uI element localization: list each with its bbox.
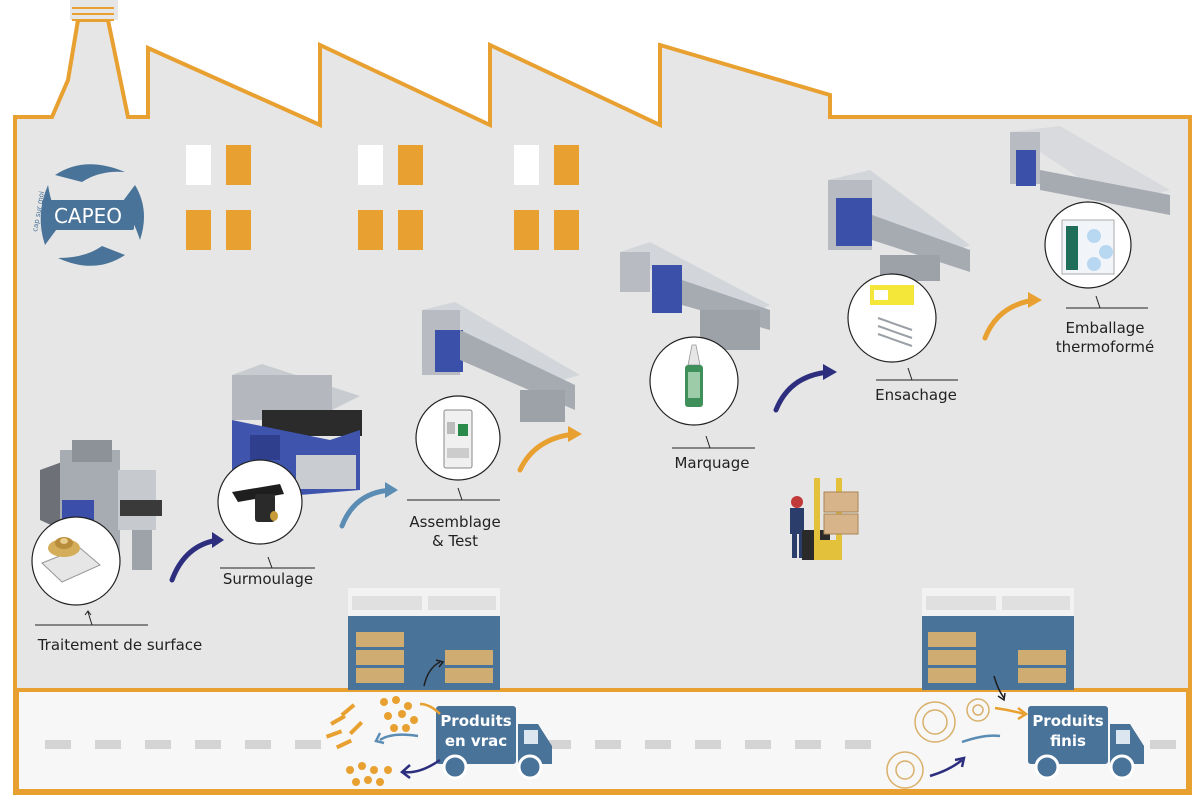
logistics-arrows: [374, 659, 1029, 779]
road-dashes: [45, 740, 1176, 749]
logo-name: CAPEO: [54, 204, 122, 228]
step-label-packaging: Emballage: [1065, 319, 1145, 337]
flow-arrows: [169, 292, 1042, 583]
step-label-assembly-test: & Test: [431, 532, 478, 550]
bagged-screws-icon: [847, 273, 937, 363]
thermoformed-pack-icon: [1044, 201, 1132, 289]
truck-finished-line1: Produits: [1032, 712, 1104, 730]
machine-packaging: [1010, 126, 1170, 215]
circuit-breaker-icon: [415, 395, 501, 481]
arrow-step3-to-step4: [517, 431, 578, 473]
forklift-worker-icon: [790, 478, 859, 560]
truck-finished-line2: finis: [1050, 732, 1086, 750]
marked-tube-icon: [649, 336, 739, 426]
overmolded-handle-icon: [217, 459, 303, 545]
machine-marking: [620, 242, 770, 350]
step-label-bagging: Ensachage: [875, 386, 957, 404]
capeo-logo: CAPEO cap sur moi: [31, 164, 144, 266]
truck-bulk: [436, 706, 552, 780]
step-label-assembly: Assemblage: [409, 513, 501, 531]
finished-parts-icon: [886, 698, 990, 789]
warehouse-outbound: [922, 588, 1074, 690]
machine-bagging: [828, 170, 970, 281]
warehouse-inbound: [348, 588, 500, 690]
surface-treated-part-icon: [31, 516, 121, 606]
bulk-parts-icon: [325, 696, 418, 786]
chimney: [70, 0, 118, 21]
arrow-step4-to-step5: [773, 369, 833, 413]
label-leaders: [35, 295, 1148, 626]
truck-finished: [1028, 706, 1144, 780]
truck-bulk-line1: Produits: [440, 712, 512, 730]
step-label-surface-treatment: Traitement de surface: [37, 636, 203, 654]
machine-assembly: [422, 302, 580, 422]
step-label-marking: Marquage: [674, 454, 750, 472]
step-label-packaging-thermoformed: thermoformé: [1055, 338, 1155, 356]
step-label-overmolding: Surmoulage: [222, 570, 314, 588]
factory-windows: [186, 145, 579, 250]
truck-bulk-line2: en vrac: [444, 732, 508, 750]
